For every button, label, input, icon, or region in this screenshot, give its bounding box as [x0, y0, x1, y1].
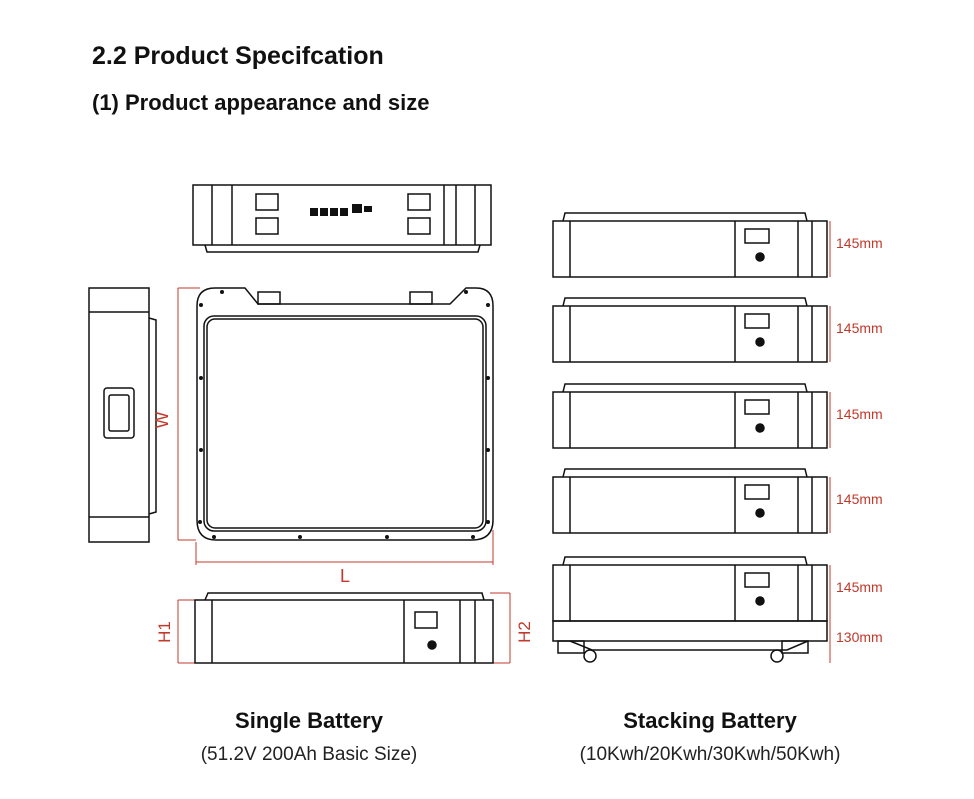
- stack-height-label: 145mm: [836, 491, 883, 507]
- subsection-title: (1) Product appearance and size: [92, 90, 430, 115]
- stacking-battery-title: Stacking Battery: [623, 708, 797, 733]
- front-view: [196, 287, 494, 541]
- front-elevation-view: [194, 592, 494, 664]
- stack-height-label: 145mm: [836, 320, 883, 336]
- stack-height-label: 145mm: [836, 406, 883, 422]
- stack-height-label: 145mm: [836, 235, 883, 251]
- dimension-lines: [177, 287, 511, 664]
- dim-h2-label: H2: [515, 621, 534, 643]
- wheeled-base: [552, 620, 831, 663]
- battery-module: [552, 297, 831, 363]
- stacking-battery-subtitle: (10Kwh/20Kwh/30Kwh/50Kwh): [579, 744, 841, 765]
- side-view: [88, 287, 157, 543]
- battery-module: [552, 383, 831, 449]
- dim-w-label: W: [152, 412, 172, 429]
- top-view: [192, 184, 492, 253]
- battery-module: [552, 556, 831, 622]
- stack-height-label: 130mm: [836, 629, 883, 645]
- dim-h1-label: H1: [155, 621, 174, 643]
- ports-icon: [310, 204, 372, 216]
- stacking-battery-view: [552, 212, 831, 663]
- single-battery-subtitle: (51.2V 200Ah Basic Size): [200, 744, 418, 765]
- stack-height-label: 145mm: [836, 579, 883, 595]
- dim-l-label: L: [340, 566, 350, 586]
- battery-module: [552, 468, 831, 534]
- single-battery-title: Single Battery: [235, 708, 383, 733]
- battery-module: [552, 212, 831, 278]
- section-title: 2.2 Product Specifcation: [92, 42, 384, 70]
